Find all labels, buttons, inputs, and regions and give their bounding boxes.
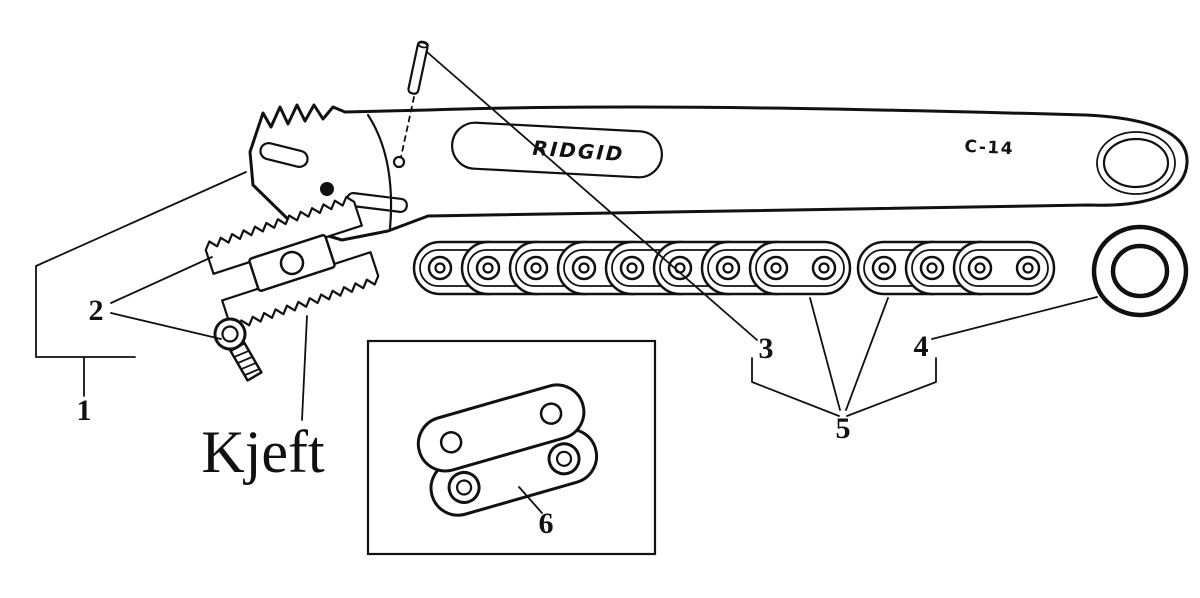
handle-end-boss-line bbox=[1096, 131, 1176, 195]
callout-5-label: 5 bbox=[836, 412, 851, 445]
jaw-label: Kjeft bbox=[201, 419, 325, 485]
chain-roller bbox=[763, 255, 789, 281]
pin bbox=[407, 40, 429, 95]
detail-box-frame bbox=[366, 339, 657, 556]
chain-roller bbox=[427, 255, 453, 281]
head-pin-hole bbox=[392, 155, 406, 169]
callout-2-label: 2 bbox=[89, 294, 104, 327]
callout-5-line bbox=[751, 297, 937, 417]
chain-roller bbox=[919, 255, 945, 281]
chain-roller bbox=[715, 255, 741, 281]
chain-roller bbox=[967, 255, 993, 281]
callout-4-line bbox=[931, 296, 1098, 340]
callout-3-label: 3 bbox=[759, 332, 774, 365]
chain-roller bbox=[571, 255, 597, 281]
chain-roller bbox=[1015, 255, 1041, 281]
link-hole-left bbox=[439, 431, 463, 454]
master-link-detail bbox=[416, 383, 599, 517]
pin-insert-dashed-line bbox=[400, 96, 415, 158]
chain-roller bbox=[811, 255, 837, 281]
jaw-bottom-serrated-rail bbox=[221, 251, 380, 331]
head-screw-dot bbox=[320, 182, 334, 196]
chain-roller bbox=[475, 255, 501, 281]
link-hole-right bbox=[539, 402, 563, 425]
chain-roller bbox=[523, 255, 549, 281]
callout-1-line bbox=[35, 171, 247, 397]
callout-6-label: 6 bbox=[539, 507, 554, 540]
jaw-screw bbox=[213, 317, 263, 382]
callout-3-line bbox=[426, 51, 758, 341]
handle-stamp-outline bbox=[451, 121, 663, 179]
model-text: C-14 bbox=[964, 137, 1015, 160]
jaw-label-line bbox=[301, 315, 308, 421]
screw-threads bbox=[233, 349, 261, 377]
head-slot-1 bbox=[259, 142, 309, 168]
ring-inner bbox=[1110, 243, 1170, 299]
chain-roller bbox=[667, 255, 693, 281]
callout-2-line bbox=[110, 256, 222, 340]
chain-roller bbox=[871, 255, 897, 281]
jaw-center-hole bbox=[279, 250, 305, 276]
end-ring bbox=[1091, 224, 1189, 318]
link-pin-right-core bbox=[555, 450, 573, 467]
screw-socket bbox=[221, 325, 239, 343]
callout-1-label: 1 bbox=[77, 394, 92, 427]
link-pin-left-core bbox=[455, 479, 473, 496]
jaw-top-serrated-rail bbox=[204, 195, 363, 275]
jaw-assembly bbox=[204, 195, 380, 331]
chain bbox=[412, 240, 1056, 296]
callout-6-line bbox=[518, 486, 543, 514]
wrench-body-outline bbox=[248, 103, 1189, 242]
head-handle-separation-line bbox=[366, 113, 393, 231]
handle-end-hole bbox=[1102, 137, 1170, 189]
chain-roller bbox=[619, 255, 645, 281]
callout-4-label: 4 bbox=[914, 330, 929, 363]
